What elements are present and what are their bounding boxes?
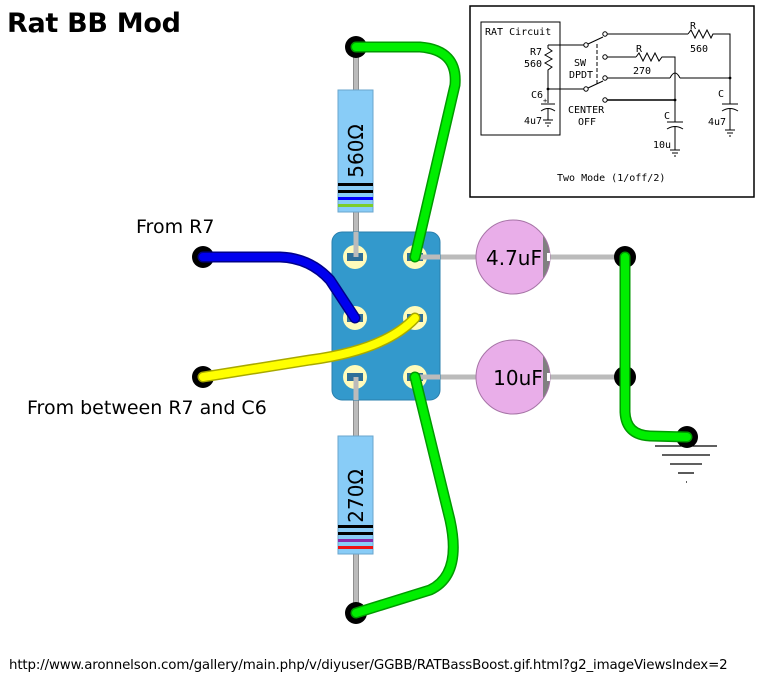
off-label: OFF: [578, 117, 596, 128]
center-label: CENTER: [568, 105, 605, 116]
ground-symbol-icon: [655, 445, 717, 483]
c10u-label: C: [664, 111, 670, 122]
c4u7-label: C: [718, 89, 724, 100]
resistor-band: [338, 539, 373, 542]
sw-label: SW: [574, 58, 587, 69]
wire-green-bottom[interactable]: [352, 373, 458, 617]
schematic-inset: RAT Circuit R7 560 C6 4u7 +: [469, 5, 755, 198]
switch-body: [331, 231, 441, 401]
r560-label: R: [690, 21, 697, 32]
wire-green-ground[interactable]: [621, 253, 691, 441]
c6-value: 4u7: [524, 116, 542, 127]
label-from-r7: From R7: [136, 216, 215, 238]
resistor-band: [338, 525, 373, 528]
wire-yellow[interactable]: [199, 314, 419, 381]
wires: [197, 41, 693, 619]
capacitor-4.7uf-value: 4.7uF: [486, 246, 542, 270]
resistor-270-value: 270Ω: [344, 469, 368, 522]
resistor-560-bands: [338, 183, 373, 207]
resistor-band: [338, 532, 373, 535]
resistor-560[interactable]: 560Ω: [337, 89, 374, 213]
resistor-band: [338, 183, 373, 186]
r7-label: R7: [530, 47, 542, 58]
r560-value: 560: [690, 44, 708, 55]
schematic-caption: Two Mode (1/off/2): [557, 173, 665, 184]
wire-green-top[interactable]: [352, 43, 460, 261]
capacitor-10uf[interactable]: 10uF: [475, 335, 563, 425]
r270-label: R: [636, 44, 643, 55]
wire-green-right-outline: [619, 251, 693, 443]
c6-plus: +: [543, 97, 547, 105]
resistor-band: [338, 546, 373, 549]
resistor-band: [338, 190, 373, 193]
capacitor-4.7uf[interactable]: 4.7uF: [475, 215, 563, 305]
rat-circuit-box: [480, 21, 561, 136]
c6-label: C6: [531, 90, 543, 101]
capacitor-10uf-value: 10uF: [493, 366, 543, 390]
wire-blue[interactable]: [199, 253, 359, 322]
dpdt-switch-symbol: [583, 28, 739, 157]
source-url: http://www.aronnelson.com/gallery/main.p…: [9, 658, 728, 673]
resistor-band: [338, 197, 373, 200]
resistor-270[interactable]: 270Ω: [337, 435, 374, 555]
resistor-band: [338, 204, 373, 207]
label-from-between-r7-c6: From between R7 and C6: [27, 397, 267, 419]
r7-resistor-symbol: [540, 44, 584, 127]
c10u-value: 10u: [653, 140, 671, 151]
sw-type-label: DPDT: [569, 70, 593, 81]
resistor-560-value: 560Ω: [344, 124, 368, 177]
c4u7-value: 4u7: [708, 117, 726, 128]
r7-value: 560: [524, 59, 542, 70]
resistor-270-bands: [338, 525, 373, 549]
r270-value: 270: [633, 66, 651, 77]
rat-circuit-label: RAT Circuit: [485, 27, 551, 38]
page-title: Rat BB Mod: [7, 8, 181, 39]
